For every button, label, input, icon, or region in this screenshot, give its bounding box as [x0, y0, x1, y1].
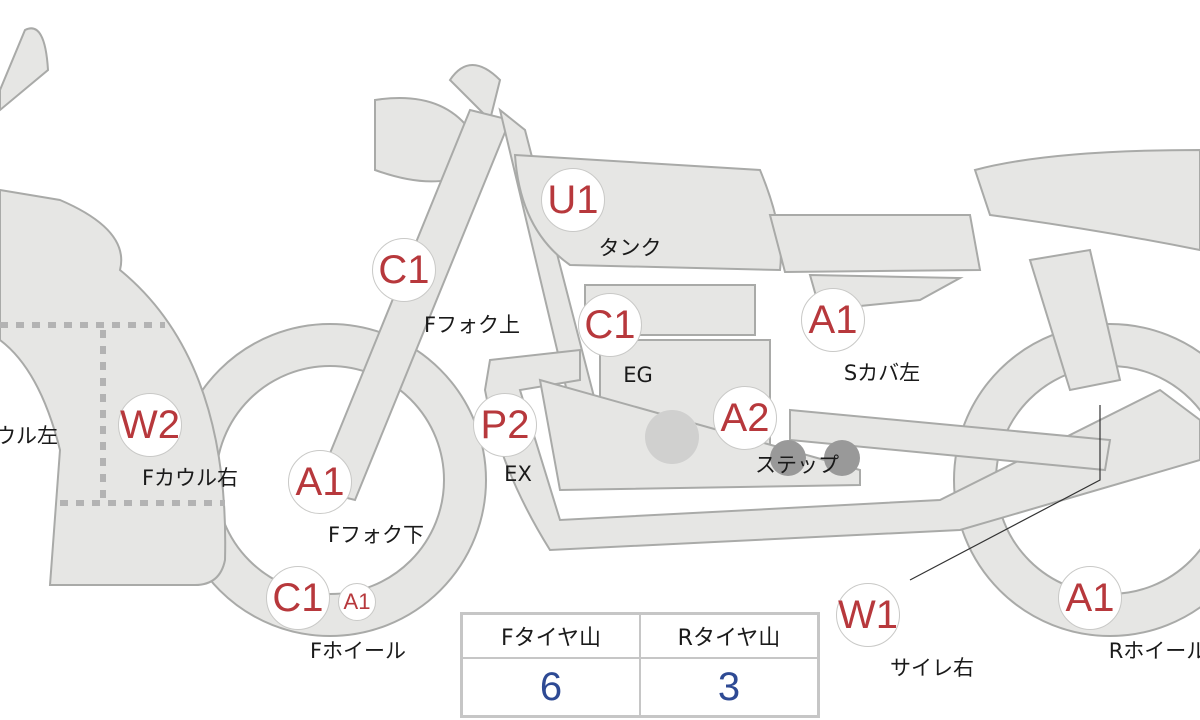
label-rear-wheel: Rホイール: [1108, 639, 1200, 663]
rear-tire-value: 3: [639, 657, 820, 718]
damage-marker-muffler-right[interactable]: W1: [836, 583, 900, 647]
label-cowl-right: Fカウル右: [141, 466, 239, 490]
label-side-cover-left: Sカバ左: [843, 361, 921, 385]
label-cowl-left: Fカウル左: [0, 424, 59, 448]
damage-marker-step[interactable]: A2: [713, 386, 777, 450]
label-tank: タンク: [598, 236, 662, 260]
rear-tire-header: Rタイヤ山: [639, 612, 820, 659]
tire-tread-table: Fタイヤ山 Rタイヤ山 6 3: [460, 612, 820, 718]
label-step: ステップ: [755, 453, 839, 477]
seat: [973, 148, 1200, 252]
damage-marker-front-wheel[interactable]: C1: [266, 566, 330, 630]
damage-marker-front-wheel-secondary[interactable]: A1: [338, 583, 376, 621]
front-cowl: [0, 188, 227, 586]
damage-marker-fork-upper[interactable]: C1: [372, 238, 436, 302]
label-fork-lower: Fフォク下: [327, 523, 425, 547]
damage-marker-engine[interactable]: C1: [578, 293, 642, 357]
label-front-wheel: Fホイール: [309, 639, 407, 663]
leader-line: [909, 405, 1101, 581]
damage-marker-tank[interactable]: U1: [541, 168, 605, 232]
damage-marker-rear-wheel[interactable]: A1: [1058, 566, 1122, 630]
label-exhaust: EX: [504, 462, 532, 486]
damage-marker-cowl-right[interactable]: W2: [118, 393, 182, 457]
engine-cover-mark: [645, 410, 699, 464]
damage-marker-fork-lower[interactable]: A1: [288, 450, 352, 514]
label-muffler-right: サイレ右: [890, 656, 974, 680]
front-fork: [313, 108, 512, 502]
damage-marker-side-cover-left[interactable]: A1: [801, 288, 865, 352]
damage-marker-exhaust[interactable]: P2: [473, 393, 537, 457]
label-fork-upper: Fフォク上: [423, 313, 521, 337]
front-tire-value: 6: [460, 657, 641, 718]
front-tire-header: Fタイヤ山: [460, 612, 641, 659]
label-engine: EG: [623, 363, 653, 387]
